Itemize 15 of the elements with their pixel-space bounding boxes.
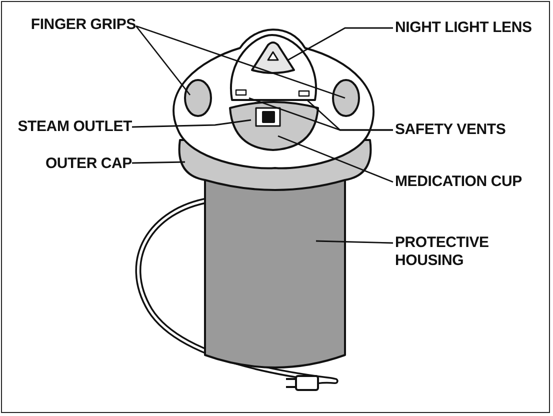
leader-line bbox=[288, 27, 393, 61]
leader-line bbox=[136, 25, 346, 99]
leader-line bbox=[132, 119, 252, 128]
part-label: MEDICATION CUP bbox=[395, 173, 535, 191]
part-label: SAFETY VENTS bbox=[395, 121, 515, 139]
leader-line bbox=[132, 161, 186, 164]
leader-line bbox=[135, 26, 191, 96]
part-label: NIGHT LIGHT LENS bbox=[395, 19, 545, 37]
part-label: PROTECTIVE HOUSING bbox=[395, 234, 505, 270]
leader-line bbox=[278, 135, 394, 183]
part-label: STEAM OUTLET bbox=[8, 118, 132, 136]
part-label: FINGER GRIPS bbox=[16, 16, 136, 34]
leader-line bbox=[306, 99, 393, 131]
leader-line bbox=[316, 240, 394, 244]
part-label: OUTER CAP bbox=[40, 155, 132, 173]
